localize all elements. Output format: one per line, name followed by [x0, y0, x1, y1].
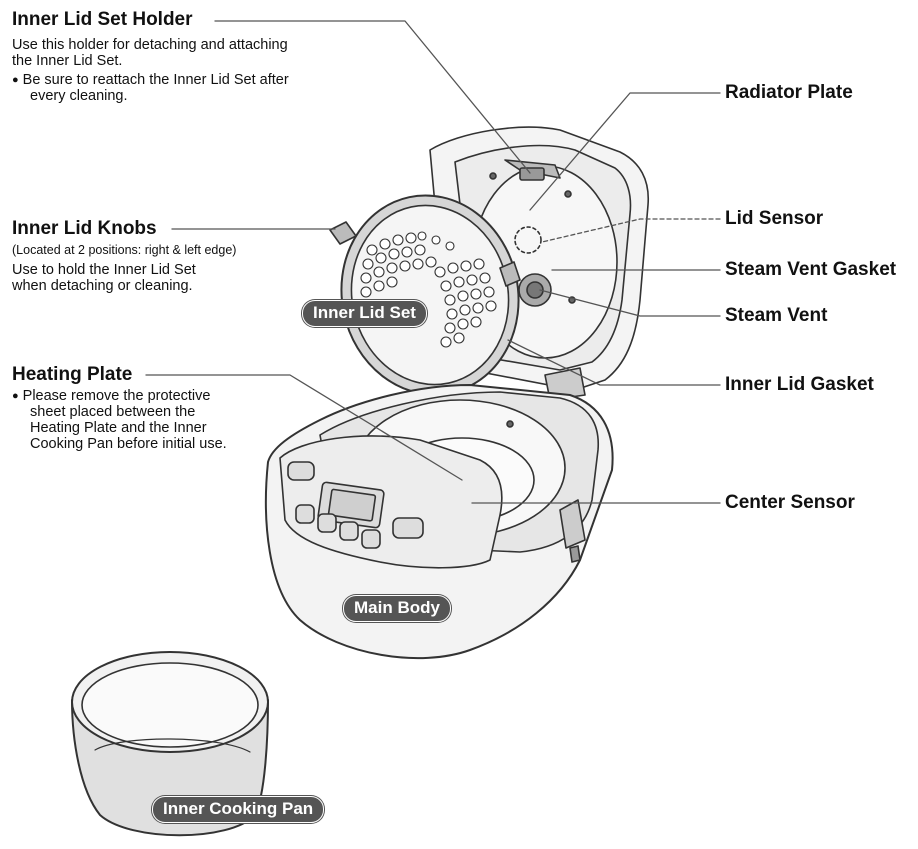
- leader-inner-lid-gasket: [507, 339, 721, 386]
- holder-desc-line1: Use this holder for detaching and attach…: [12, 37, 288, 53]
- knobs-desc-line2: when detaching or cleaning.: [12, 278, 193, 294]
- holder-bullet-line2: every cleaning.: [30, 88, 128, 104]
- knobs-desc-line1: Use to hold the Inner Lid Set: [12, 262, 196, 278]
- steam-vent: [526, 281, 544, 299]
- holder-desc-line2: the Inner Lid Set.: [12, 53, 123, 69]
- holder-clip: [519, 167, 545, 181]
- heating-bullet-line1: Please remove the protective: [12, 388, 211, 405]
- control-button: [361, 529, 381, 549]
- lid-sensor: [514, 226, 542, 254]
- heating-bullet-line3: Heating Plate and the Inner: [30, 420, 207, 436]
- label-steam-vent-gasket: Steam Vent Gasket: [725, 259, 897, 280]
- leader-heating-plate: [145, 374, 463, 481]
- knobs-note: (Located at 2 positions: right & left ed…: [12, 243, 237, 257]
- lid-hinge: [544, 367, 586, 401]
- inner-lid-knob-left: [329, 221, 357, 245]
- heating-bullet-text1: Please remove the protective: [22, 388, 211, 404]
- label-steam-vent: Steam Vent: [725, 305, 828, 326]
- leader-radiator-plate: [529, 92, 721, 211]
- control-button: [392, 517, 424, 539]
- label-center-sensor: Center Sensor: [725, 492, 855, 513]
- control-button: [295, 504, 315, 524]
- holder-bullet-text1: Be sure to reattach the Inner Lid Set af…: [22, 72, 289, 88]
- bullet-icon: [12, 72, 23, 88]
- label-radiator-plate: Radiator Plate: [725, 82, 853, 103]
- leader-lines: [145, 20, 721, 504]
- heating-bullet-line2: sheet placed between the: [30, 404, 196, 420]
- badge-inner-cooking-pan: Inner Cooking Pan: [152, 796, 325, 823]
- bullet-icon: [12, 388, 23, 404]
- label-lid-sensor: Lid Sensor: [725, 208, 824, 229]
- control-button: [339, 521, 359, 541]
- display-inner: [327, 488, 377, 522]
- leader-steam-vent: [539, 289, 721, 317]
- heating-bullet-line4: Cooking Pan before initial use.: [30, 436, 227, 452]
- label-inner-lid-knobs: Inner Lid Knobs: [12, 218, 157, 239]
- badge-main-body: Main Body: [343, 595, 451, 622]
- leader-lid-sensor: [541, 218, 721, 243]
- pan-inner: [81, 662, 259, 748]
- inner-lid-holes: [360, 231, 497, 348]
- leader-inner-lid-set-holder: [214, 20, 531, 174]
- label-inner-lid-gasket: Inner Lid Gasket: [725, 374, 874, 395]
- inner-lid-knob-right: [499, 261, 521, 287]
- badge-inner-lid-set: Inner Lid Set: [302, 300, 427, 327]
- holder-bullet-line1: Be sure to reattach the Inner Lid Set af…: [12, 72, 289, 89]
- control-button: [317, 513, 337, 533]
- control-button: [287, 461, 315, 481]
- control-panel: [279, 435, 503, 569]
- label-inner-lid-set-holder: Inner Lid Set Holder: [12, 9, 193, 30]
- label-heating-plate: Heating Plate: [12, 364, 133, 385]
